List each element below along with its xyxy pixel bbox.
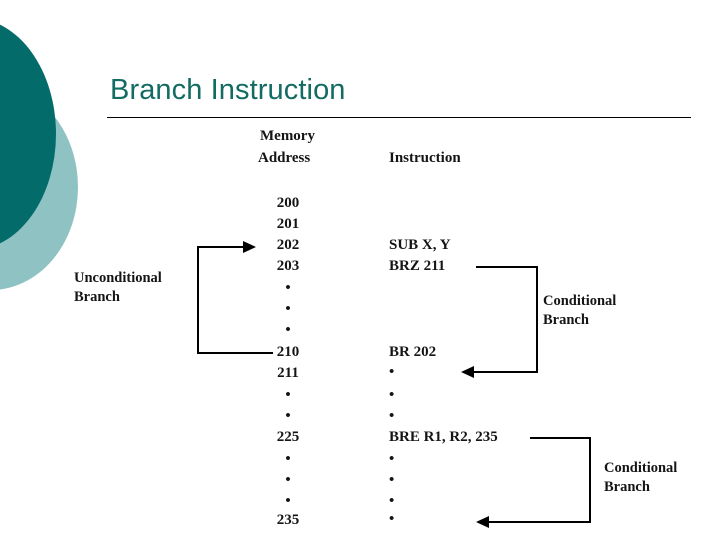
label-unconditional-branch-line1: Unconditional	[74, 270, 162, 286]
instruction-cell: •	[389, 451, 395, 467]
memory-address-cell: •	[285, 408, 291, 424]
unconditional-branch-arrowhead-icon	[243, 241, 256, 253]
unconditional-branch-wire-top	[197, 246, 245, 248]
memory-address-cell: 201	[276, 216, 300, 232]
conditional-branch-2-arrowhead-icon	[476, 516, 489, 528]
page-title: Branch Instruction	[110, 74, 346, 106]
instruction-cell: •	[389, 472, 395, 488]
column-header-memory: Memory	[260, 128, 315, 144]
memory-address-cell: 225	[276, 429, 300, 445]
instruction-cell: •	[389, 493, 395, 509]
title-divider	[107, 117, 691, 118]
memory-address-cell: 200	[276, 195, 300, 211]
conditional-branch-1-wire-top	[476, 266, 538, 268]
memory-address-cell: 202	[276, 237, 300, 253]
memory-address-cell: 235	[276, 512, 300, 528]
memory-address-cell: 211	[277, 365, 299, 381]
instruction-cell: •	[389, 387, 395, 403]
instruction-cell: •	[389, 364, 395, 380]
memory-address-cell: •	[285, 387, 291, 403]
label-conditional-branch-2: Conditional Branch	[604, 459, 677, 497]
memory-address-cell: 203	[276, 258, 300, 274]
conditional-branch-2-wire-top	[530, 437, 591, 439]
unconditional-branch-wire-bottom	[197, 352, 273, 354]
conditional-branch-2-wire-vertical	[589, 437, 591, 523]
unconditional-branch-wire-vertical	[197, 246, 199, 354]
memory-address-cell: 210	[276, 344, 300, 360]
label-conditional-branch-1-line2: Branch	[543, 312, 589, 328]
memory-address-cell: •	[285, 280, 291, 296]
label-conditional-branch-1-line1: Conditional	[543, 293, 617, 309]
conditional-branch-1-wire-vertical	[536, 266, 538, 373]
memory-address-cell: •	[285, 322, 291, 338]
instruction-cell: BRZ 211	[389, 258, 446, 274]
instruction-cell: BR 202	[389, 344, 437, 360]
conditional-branch-1-wire-bottom	[474, 371, 538, 373]
instruction-cell: BRE R1, R2, 235	[389, 429, 498, 445]
memory-address-cell: •	[285, 301, 291, 317]
label-unconditional-branch-line2: Branch	[74, 289, 120, 305]
instruction-cell: SUB X, Y	[389, 237, 451, 253]
memory-address-cell: •	[285, 493, 291, 509]
conditional-branch-1-arrowhead-icon	[461, 366, 474, 378]
label-conditional-branch-1: Conditional Branch	[543, 292, 616, 330]
label-conditional-branch-2-line1: Conditional	[604, 460, 678, 476]
memory-address-cell: •	[285, 472, 291, 488]
conditional-branch-2-wire-bottom	[489, 521, 591, 523]
label-unconditional-branch: Unconditional Branch	[74, 269, 162, 307]
label-conditional-branch-2-line2: Branch	[604, 479, 650, 495]
instruction-cell: •	[389, 408, 395, 424]
instruction-cell: •	[389, 511, 395, 527]
memory-address-cell: •	[285, 451, 291, 467]
column-header-address: Address	[258, 150, 311, 166]
column-header-instruction: Instruction	[389, 150, 461, 166]
